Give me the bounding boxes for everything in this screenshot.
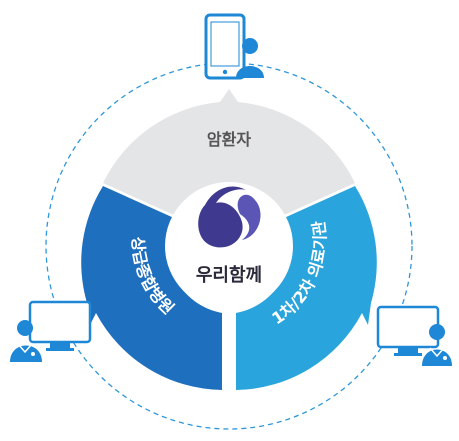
segment-tertiary-hospital bbox=[81, 186, 223, 390]
mobile-patient-icon bbox=[204, 13, 264, 80]
logo-mark bbox=[198, 186, 261, 248]
segment-primary-secondary-care bbox=[236, 186, 377, 390]
doctor-computer-icon-left bbox=[10, 300, 92, 362]
segment-patient-label: 암환자 bbox=[207, 130, 251, 149]
segment-patient bbox=[103, 89, 355, 215]
center-label: 우리함께 bbox=[196, 264, 262, 286]
outer-dashed-ring bbox=[45, 62, 413, 430]
center-disc bbox=[165, 182, 293, 310]
doctor-computer-icon-right bbox=[376, 305, 452, 366]
